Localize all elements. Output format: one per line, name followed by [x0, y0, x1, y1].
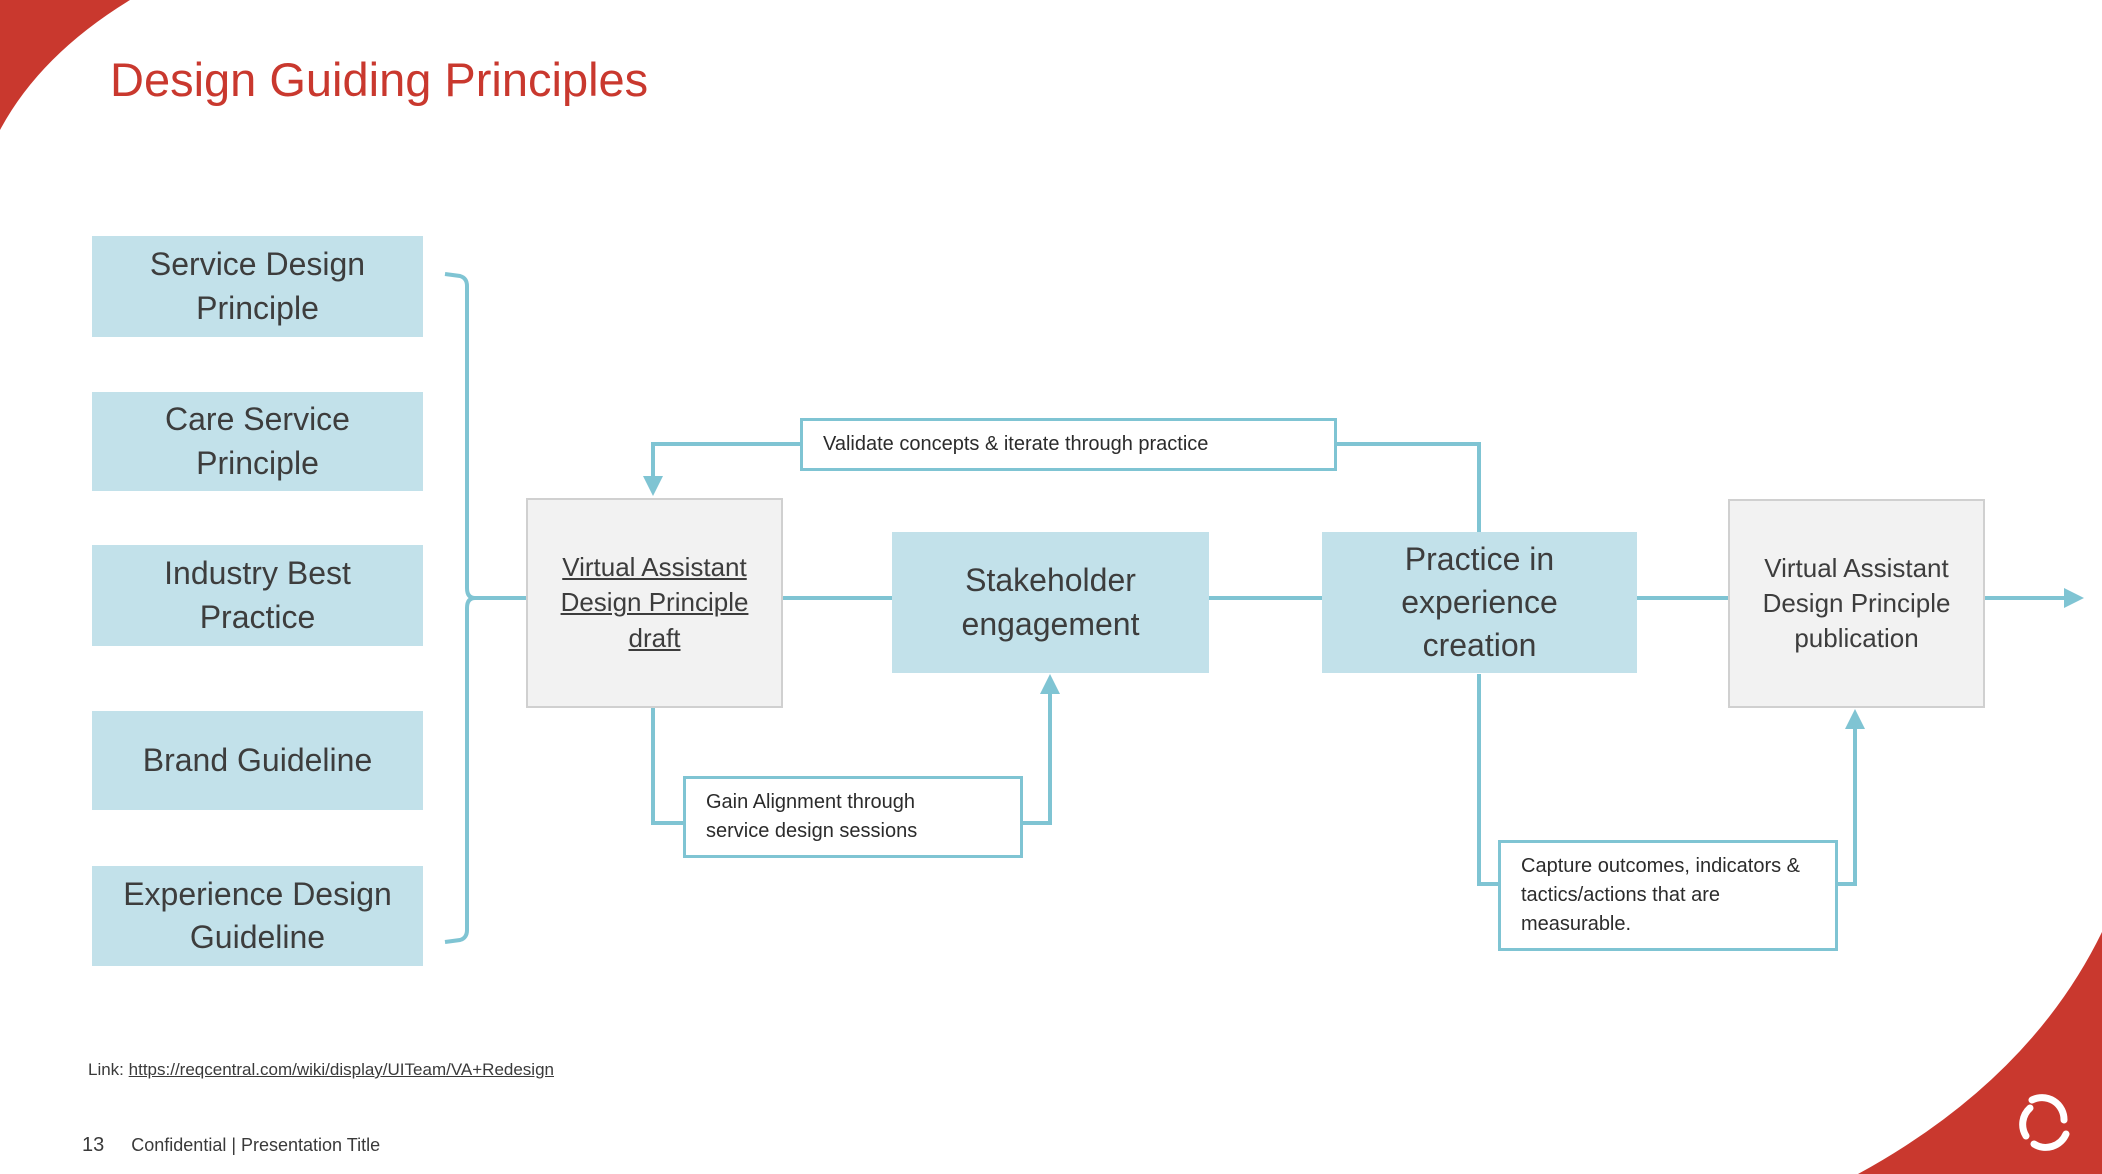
flow-box-stakeholder: Stakeholder engagement — [892, 532, 1209, 673]
note-text: Capture outcomes, indicators & tactics/a… — [1521, 855, 1801, 935]
flow-label: Practice in experience creation — [1401, 540, 1558, 664]
input-label: Brand Guideline — [142, 741, 373, 778]
input-label: Experience Design Guideline — [123, 875, 392, 955]
reference-link[interactable]: https://reqcentral.com/wiki/display/UITe… — [128, 1060, 554, 1079]
input-box-service-design: Service Design Principle — [92, 236, 423, 337]
note-capture: Capture outcomes, indicators & tactics/a… — [1498, 840, 1838, 951]
link-label: Link: — [88, 1060, 124, 1079]
input-box-brand-guideline: Brand Guideline — [92, 711, 423, 810]
draft-link-text[interactable]: Virtual Assistant Design Principle draft — [560, 552, 749, 653]
flow-box-draft[interactable]: Virtual Assistant Design Principle draft — [526, 498, 783, 708]
input-label: Care Service Principle — [165, 401, 350, 481]
input-box-care-service: Care Service Principle — [92, 392, 423, 491]
input-box-industry-best-practice: Industry Best Practice — [92, 545, 423, 646]
reference-link-row: Link: https://reqcentral.com/wiki/displa… — [88, 1060, 554, 1080]
flow-box-publication: Virtual Assistant Design Principle publi… — [1728, 499, 1985, 708]
flow-label: Stakeholder engagement — [961, 562, 1140, 642]
page-number: 13 — [82, 1134, 105, 1156]
input-label: Service Design Principle — [149, 246, 366, 326]
page-title: Design Guiding Principles — [110, 53, 649, 106]
footer: 13 Confidential | Presentation Title — [82, 1134, 380, 1157]
flow-box-practice: Practice in experience creation — [1322, 532, 1637, 673]
note-text: Gain Alignment through service design se… — [706, 791, 918, 842]
footer-text: Confidential | Presentation Title — [131, 1135, 381, 1155]
flow-label: Virtual Assistant Design Principle publi… — [1762, 552, 1951, 654]
note-alignment: Gain Alignment through service design se… — [683, 776, 1023, 858]
note-validate: Validate concepts & iterate through prac… — [800, 418, 1337, 471]
input-box-experience-design: Experience Design Guideline — [92, 866, 423, 966]
note-text: Validate concepts & iterate through prac… — [823, 433, 1209, 455]
input-label: Industry Best Practice — [164, 555, 351, 635]
